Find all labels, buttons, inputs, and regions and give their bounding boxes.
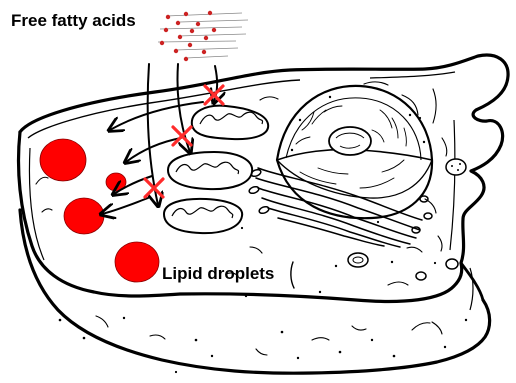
mitochondria [164, 106, 268, 233]
lipid-droplets-label: Lipid droplets [162, 264, 274, 284]
lipid-droplet [115, 242, 159, 282]
arrow-to-droplet-1 [110, 102, 203, 130]
vesicle [416, 272, 426, 280]
vesicle [446, 159, 466, 175]
mitochondrion-3 [164, 199, 242, 233]
vesicle [446, 259, 458, 269]
mitochondrion-1 [192, 106, 268, 139]
nucleolus [329, 127, 371, 155]
arrow-to-droplet-4 [102, 198, 148, 214]
vesicle [348, 253, 368, 267]
mitochondrion-2 [168, 152, 252, 189]
free-fatty-acids-label: Free fatty acids [11, 11, 136, 31]
lipid-droplet [40, 139, 86, 181]
arrow-to-droplet-2 [126, 138, 181, 162]
lipid-droplets [40, 139, 159, 282]
label-bracket [291, 262, 294, 288]
cell-right-wall [461, 263, 483, 300]
x-mark-icon [173, 127, 191, 145]
fatty-acid-molecules [158, 11, 248, 61]
lipid-droplet [64, 198, 104, 234]
nucleus [277, 86, 432, 218]
